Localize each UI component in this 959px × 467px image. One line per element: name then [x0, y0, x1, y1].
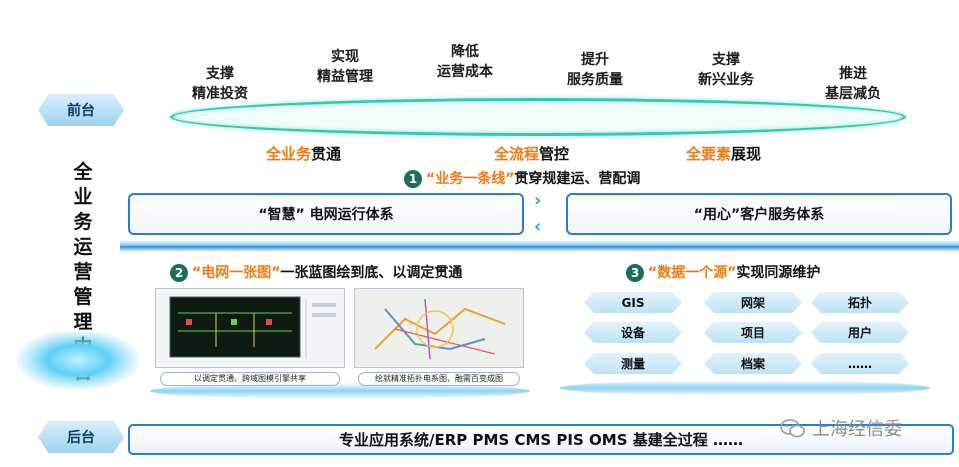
data-item: 档案	[704, 353, 802, 374]
platform-glow-icon	[16, 330, 140, 390]
wave-decoration	[150, 383, 530, 399]
data-item: 项目	[704, 322, 802, 343]
smart-grid-system-box: “智慧” 电网运行体系	[128, 193, 524, 235]
pillar-label: 全流程管控	[494, 145, 570, 163]
data-item: 测量	[584, 353, 682, 374]
goal-item: 提升服务质量	[567, 52, 623, 88]
data-item: 用户	[811, 322, 909, 343]
layer-label-back: 后台	[38, 421, 124, 453]
step-badge-1: 1	[404, 170, 422, 188]
dispatch-diagram-icon	[169, 296, 336, 359]
data-item: 拓扑	[811, 292, 909, 313]
goal-ring	[170, 98, 906, 136]
goal-item: 降低运营成本	[437, 44, 493, 80]
pillar-label: 全业务贯通	[266, 145, 342, 163]
wechat-icon	[780, 419, 805, 438]
goal-item: 实现精益管理	[317, 49, 373, 85]
layer-label-front: 前台	[38, 94, 124, 126]
goal-item: 支撑新兴业务	[698, 52, 754, 88]
customer-service-system-box: “用心”客户服务体系	[566, 193, 952, 235]
data-item: 网架	[704, 292, 802, 313]
data-item: 设备	[584, 322, 682, 343]
data-item: GIS	[584, 292, 682, 313]
backend-systems-bar: 专业应用系统/ERP PMS CMS PIS OMS 基建全过程 ……	[128, 424, 954, 455]
step-badge-2: 2	[170, 264, 188, 282]
divider-band	[120, 240, 959, 252]
goal-item: 支撑精准投资	[192, 66, 248, 102]
watermark: 上海经信委	[780, 415, 902, 441]
chevron-left-icon: ‹	[534, 216, 542, 237]
section-3-title: 3“数据一个源”实现同源维护	[626, 262, 820, 282]
section-1-title: 1“业务一条线”贯穿规建运、营配调	[404, 168, 640, 188]
step-badge-3: 3	[626, 264, 644, 282]
section-2-title: 2“电网一张图”一张蓝图绘到底、以调定贯通	[170, 262, 462, 282]
wave-decoration	[560, 380, 930, 396]
data-item: ……	[811, 353, 909, 374]
pillar-label: 全要素展现	[686, 145, 762, 163]
dispatch-screenshot-thumbnail	[155, 288, 345, 368]
goal-item: 推进基层减负	[825, 66, 881, 102]
topology-map-thumbnail	[354, 288, 524, 368]
chevron-right-icon: ›	[534, 190, 542, 211]
map-icon	[355, 289, 523, 367]
